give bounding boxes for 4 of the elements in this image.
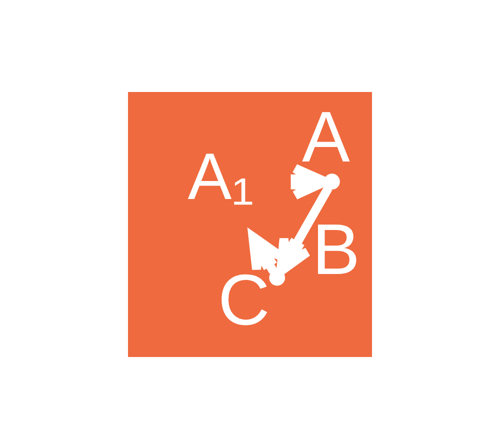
edge-label: B [312,209,360,290]
node-text: A₁ [188,138,254,213]
edge-label: C [218,260,270,340]
edge-label: A [302,96,350,177]
